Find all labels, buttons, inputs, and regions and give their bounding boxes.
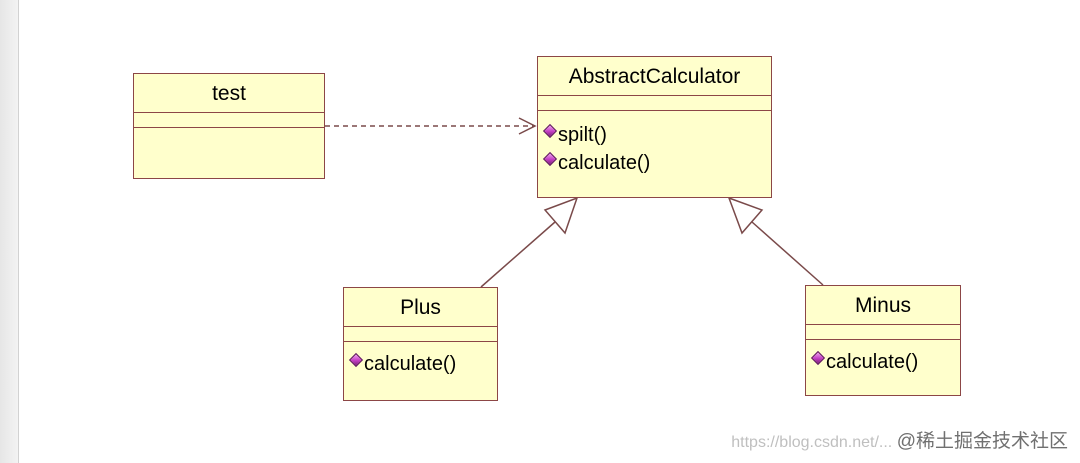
class-name: test (134, 74, 324, 113)
class-abstract-calculator[interactable]: AbstractCalculator spilt() calculate() (537, 56, 772, 198)
attributes-compartment (344, 327, 497, 342)
attributes-compartment (134, 113, 324, 128)
operation-spilt[interactable]: spilt() (542, 121, 771, 149)
class-plus[interactable]: Plus calculate() (343, 287, 498, 401)
watermark-url: https://blog.csdn.net/... (731, 434, 893, 451)
class-name: Minus (806, 286, 960, 325)
class-test[interactable]: test (133, 73, 325, 179)
operations-compartment (134, 128, 324, 134)
window-edge (0, 0, 18, 463)
public-operation-icon (810, 350, 826, 366)
operation-label: calculate() (558, 152, 651, 174)
class-minus[interactable]: Minus calculate() (805, 285, 961, 396)
attributes-compartment (806, 325, 960, 340)
watermark: https://blog.csdn.net/... @稀土掘金技术社区 (731, 426, 1068, 453)
operation-calculate[interactable]: calculate() (348, 350, 497, 378)
operations-compartment: calculate() (344, 342, 497, 378)
operation-calculate[interactable]: calculate() (810, 348, 960, 376)
public-operation-icon (348, 352, 364, 368)
operations-compartment: calculate() (806, 340, 960, 376)
class-name: Plus (344, 288, 497, 327)
operation-label: calculate() (826, 351, 919, 373)
operation-label: spilt() (558, 124, 607, 146)
operation-label: calculate() (364, 353, 457, 375)
public-operation-icon (542, 151, 558, 167)
public-operation-icon (542, 123, 558, 139)
class-name: AbstractCalculator (538, 57, 771, 96)
attributes-compartment (538, 96, 771, 111)
operations-compartment: spilt() calculate() (538, 111, 771, 177)
operation-calculate[interactable]: calculate() (542, 149, 771, 177)
watermark-brand: @稀土掘金技术社区 (896, 431, 1068, 452)
